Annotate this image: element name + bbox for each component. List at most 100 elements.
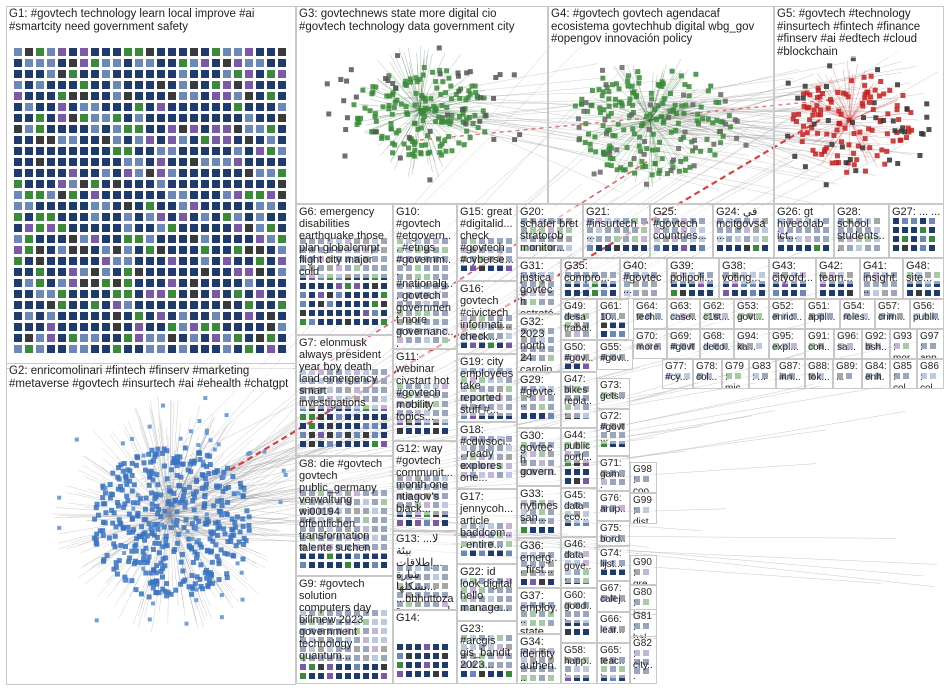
group-label: G98: coo...: [633, 464, 654, 493]
group-g88: G88: tok...: [805, 359, 833, 389]
group-g27: G27: ... ...: [889, 204, 944, 258]
group-label: G55: #gov...: [600, 342, 630, 364]
group-label: G22: id look digital hello manage...: [460, 566, 514, 614]
group-g12: G12: way #govtech communit... month one …: [393, 441, 457, 531]
group-g47: G47: bikes repla...: [561, 372, 597, 428]
group-g72: G72: #govt...: [597, 409, 630, 456]
group-label: G7: elonmusk always president year boy d…: [299, 337, 390, 409]
group-g76: G76: arup...: [597, 491, 630, 521]
group-g32: G32: 2023 north 24 carolin...: [517, 314, 561, 372]
group-g79: G79: mic...: [722, 359, 749, 389]
group-label: G33: nytimes san...: [520, 488, 558, 524]
group-g28: G28: school students...: [834, 204, 889, 258]
group-g84: G84: enh...: [862, 359, 890, 389]
group-label: G17: jennycoh... article baddcom... enti…: [460, 491, 514, 551]
group-label: G51: appl...: [808, 301, 837, 323]
group-g49: G49: desa trabal...: [561, 299, 597, 340]
group-label: G23: #arcgis gis_bandit 2023...: [460, 623, 514, 671]
group-g45: G45: data eco...: [561, 488, 597, 537]
group-g35: G35: compro...: [561, 258, 620, 299]
group-g66: G66: lear...: [597, 612, 630, 643]
group-g46: G46: data gove...: [561, 537, 597, 588]
group-g25: G25: #govtech countries...: [650, 204, 713, 258]
group-g7: G7: elonmusk always president year boy d…: [296, 335, 393, 456]
group-label: G16: govtech #civictech informati... che…: [460, 283, 514, 343]
group-g39: G39: polipoli...: [667, 258, 719, 299]
group-g31: G31: justiça govtech estraté...: [517, 258, 561, 314]
group-label: G13: ...لا بيئة ...إطلاقات شارة ...بشكله…: [396, 533, 454, 610]
group-label: G4: #govtech govtech agendacaf ecosistem…: [551, 8, 771, 46]
group-label: G45: data eco...: [564, 490, 594, 523]
group-g52: G52: enric...: [769, 299, 805, 329]
group-label: G83: ...: [752, 361, 773, 383]
group-label: G2: enricomolinari #fintech #finserv #ma…: [9, 365, 293, 390]
group-g9: G9: #govtech solution computers day bill…: [296, 576, 393, 684]
group-label: G49: desa trabal...: [564, 301, 594, 340]
group-label: G42: team...: [819, 260, 857, 284]
group-label: G32: 2023 north 24 carolin...: [520, 316, 558, 372]
group-label: G67: calej...: [600, 583, 627, 612]
group-label: G34: identity authen...: [520, 636, 558, 684]
group-label: G96: sa...: [837, 331, 859, 353]
group-label: G54: roles...: [843, 301, 872, 329]
group-g96: G96: sa...: [834, 329, 862, 359]
group-g98: G98: coo...: [630, 462, 657, 493]
group-g15: G15: great #digitalid... check #govtech …: [457, 204, 517, 281]
group-g78: G78: col...: [693, 359, 722, 389]
group-label: G75: bord...: [600, 523, 627, 546]
group-label: G15: great #digitalid... check #govtech …: [460, 206, 514, 266]
group-label: G43: cityofd...: [772, 260, 813, 284]
group-label: G35: compro...: [564, 260, 617, 284]
group-g8: G8: die #govtech govtech public_germany …: [296, 456, 393, 576]
group-label: G64: tech...: [636, 301, 664, 323]
group-label: G28: school students...: [837, 206, 886, 254]
group-label: G36: emerg... first...: [520, 540, 558, 576]
group-g40: G40: #govtec...: [620, 258, 667, 299]
group-label: G18: #cdwsoci... ready explores one...: [460, 424, 514, 484]
group-g56: G56: publi...: [910, 299, 944, 329]
group-g97: G97: app...: [917, 329, 944, 359]
group-g38: G38: voting...: [719, 258, 769, 299]
group-label: G86: col...: [920, 361, 941, 389]
group-g58: G58: happ...: [561, 643, 597, 684]
group-label: G95: expl...: [772, 331, 802, 353]
group-g44: G44: public portl...: [561, 428, 597, 488]
group-label: G77: #cy...: [665, 361, 690, 383]
group-g21: G21: #insurtech ...: [583, 204, 650, 258]
group-label: G29: #govte...: [520, 374, 558, 410]
group-label: G56: publi...: [913, 301, 941, 329]
group-label: G38: voting...: [722, 260, 766, 284]
group-label: G27: ... ...: [892, 206, 941, 218]
group-label: G21: #insurtech ...: [586, 206, 647, 242]
group-label: G37: employ... state...: [520, 590, 558, 634]
group-g36: G36: emerg... first...: [517, 538, 561, 588]
group-label: G47: bikes repla...: [564, 374, 594, 418]
group-label: G76: arup...: [600, 493, 627, 521]
group-g89: G89: ...: [833, 359, 862, 389]
group-g33: G33: nytimes san...: [517, 486, 561, 538]
group-label: G87: inn...: [779, 361, 802, 383]
group-label: G19: city employees take reported stuff …: [460, 356, 514, 416]
group-g24: G24: في mcitgovsa ...: [713, 204, 774, 258]
group-label: G9: #govtech solution computers day bill…: [299, 578, 390, 662]
group-g61: G61: 10...: [597, 299, 629, 340]
group-g95: G95: expl...: [769, 329, 805, 359]
group-g11: G11: webinar civstart hot #govtech mobil…: [393, 349, 457, 441]
group-label: G46: data gove...: [564, 539, 594, 583]
group-g73: G73: gets...: [597, 378, 630, 409]
group-label: G82: city...: [633, 638, 654, 682]
group-label: G88: tok...: [808, 361, 830, 383]
group-g92: G92: bsh...: [862, 329, 890, 359]
group-label: G48: site...: [906, 260, 941, 284]
group-g43: G43: cityofd...: [769, 258, 816, 299]
group-g54: G54: roles...: [840, 299, 875, 329]
group-label: G94: ka...: [737, 331, 766, 353]
group-label: G99: dist...: [633, 495, 654, 524]
group-label: G40: #govtec...: [623, 260, 664, 296]
group-label: G97: app...: [920, 331, 941, 359]
group-label: G8: die #govtech govtech public_germany …: [299, 458, 390, 554]
group-label: G92: bsh...: [865, 331, 887, 359]
group-g99: G99: dist...: [630, 493, 657, 524]
group-label: G39: polipoli...: [670, 260, 716, 284]
group-g16: G16: govtech #civictech informati... che…: [457, 281, 517, 354]
